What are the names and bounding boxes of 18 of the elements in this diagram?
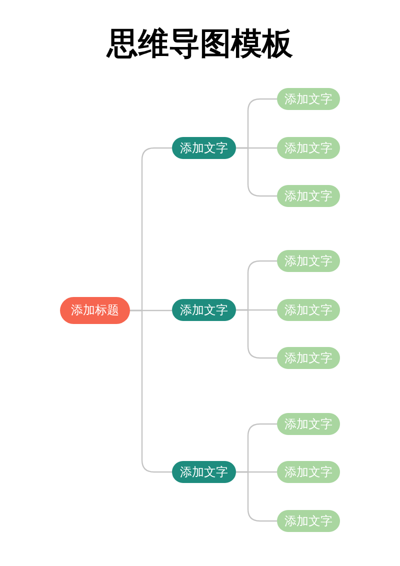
connector-line	[130, 310, 172, 473]
connector-line	[236, 309, 277, 359]
leaf-topic: 添加文字	[277, 88, 340, 110]
leaf-topic: 添加文字	[277, 185, 340, 207]
leaf-topic: 添加文字	[277, 250, 340, 272]
leaf-topic: 添加文字	[277, 137, 340, 159]
central-topic: 添加标题	[60, 297, 130, 324]
leaf-topic: 添加文字	[277, 347, 340, 369]
branch-topic: 添加文字	[172, 137, 236, 159]
branch-topic: 添加文字	[172, 299, 236, 321]
leaf-topic: 添加文字	[277, 461, 340, 483]
title: 思维导图模板	[105, 25, 294, 64]
connector-line	[236, 147, 277, 197]
leaf-topic: 添加文字	[277, 413, 340, 435]
leaf-topic: 添加文字	[277, 510, 340, 532]
leaf-topic: 添加文字	[277, 299, 340, 321]
branch-topic: 添加文字	[172, 461, 236, 483]
connector-line	[236, 471, 277, 522]
